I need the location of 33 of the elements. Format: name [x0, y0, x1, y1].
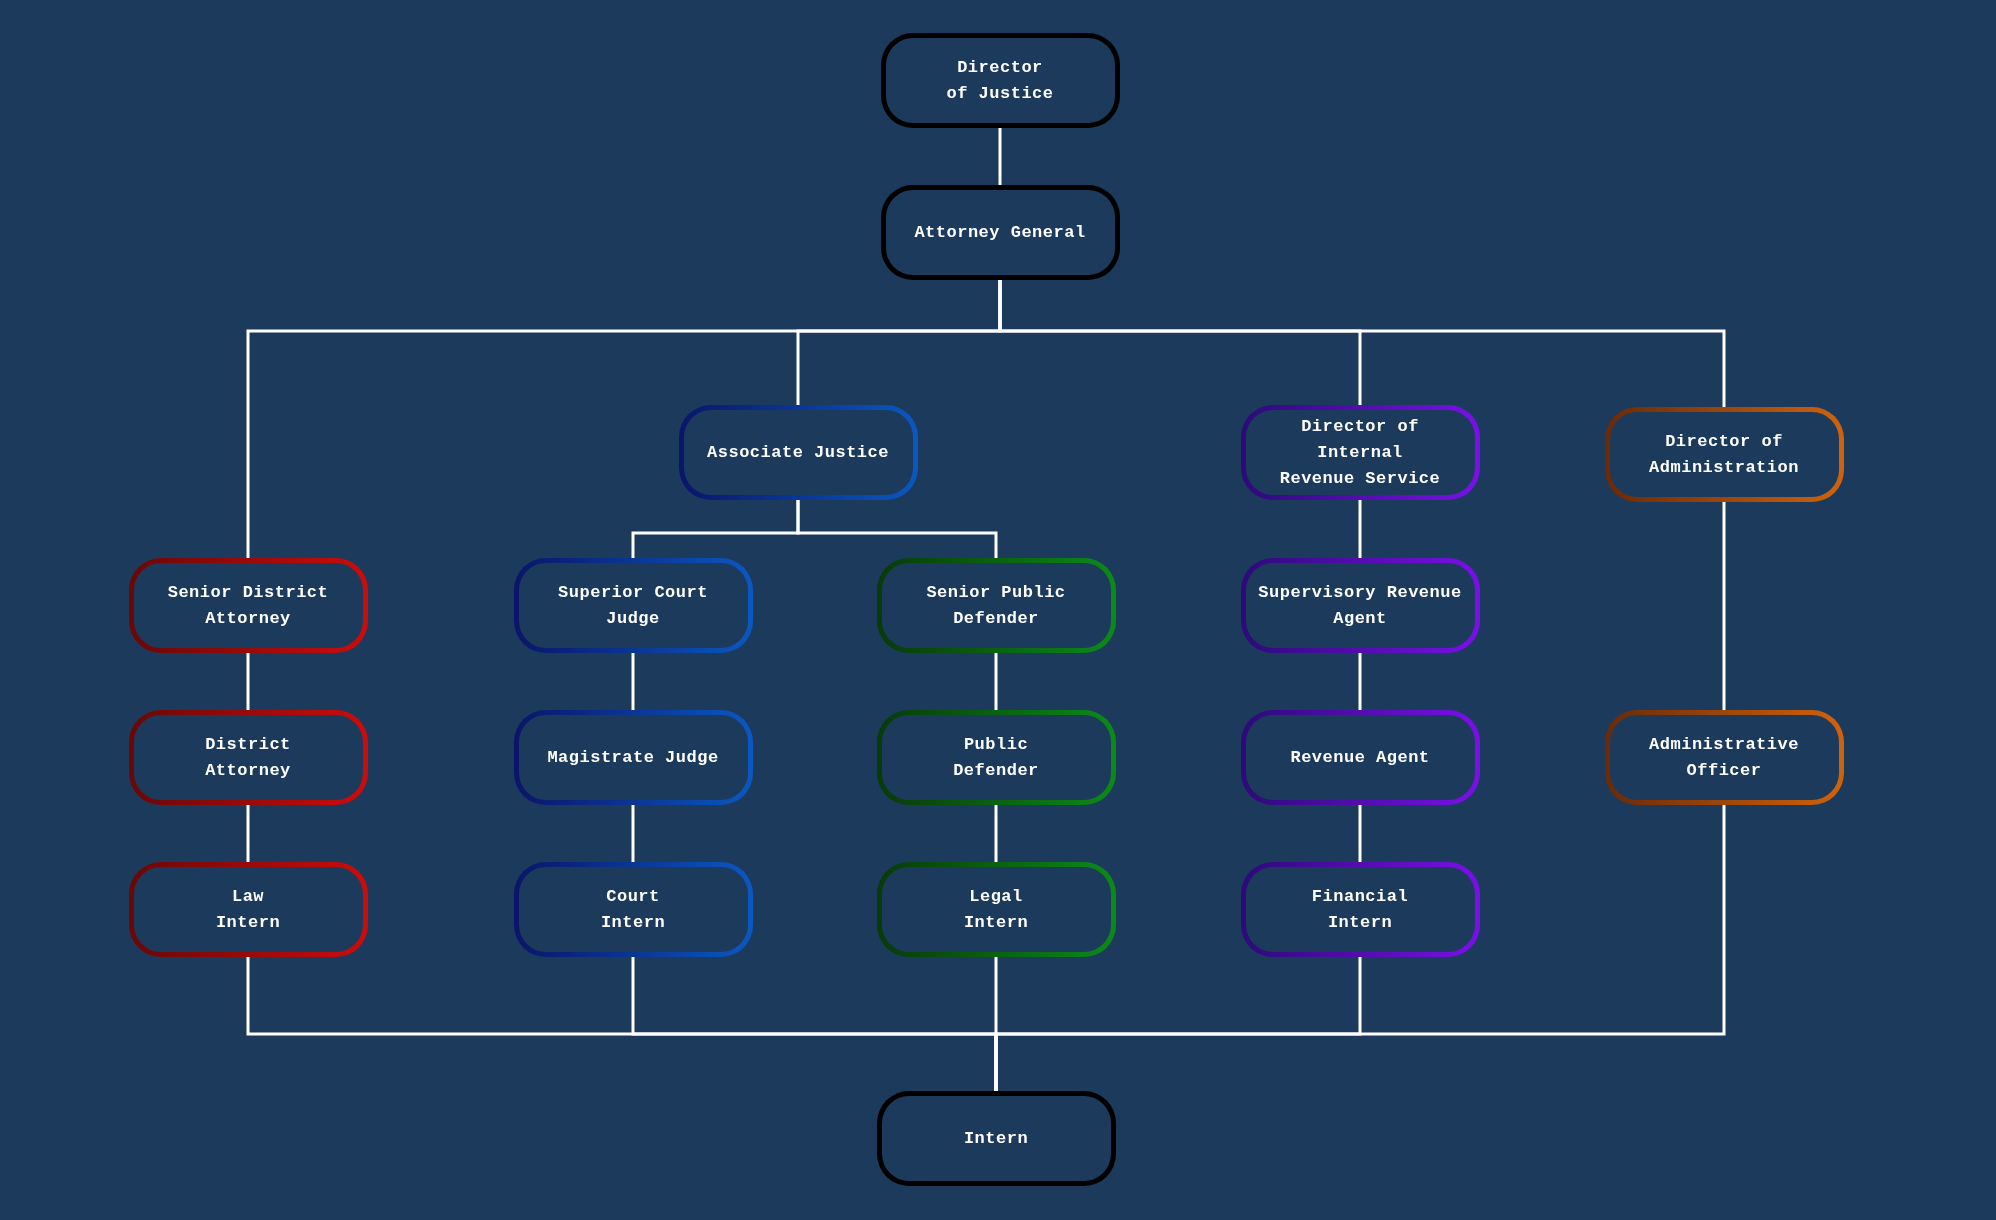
connector-line — [994, 653, 998, 710]
connector-line — [631, 653, 635, 710]
role-title: Senior Public Defender — [925, 581, 1067, 630]
connector-line — [994, 805, 998, 862]
role-title: District Attorney — [204, 733, 292, 782]
role-title: Court Intern — [599, 885, 667, 934]
connector-line — [246, 805, 250, 862]
connector-line — [796, 500, 998, 558]
role-title: Financial Intern — [1310, 885, 1410, 934]
role-title: Superior Court Judge — [557, 581, 709, 630]
connector-line — [1722, 502, 1726, 710]
connector-line — [994, 805, 1726, 1091]
role-title: Attorney General — [914, 221, 1086, 244]
role-title: Senior District Attorney — [166, 581, 330, 630]
role-title: Administrative Officer — [1648, 733, 1800, 782]
connector-line — [998, 280, 1726, 407]
role-title: Director of Administration — [1648, 430, 1800, 479]
role-title: Supervisory Revenue Agent — [1258, 581, 1462, 630]
role-title: Director of Internal Revenue Service — [1278, 415, 1442, 490]
role-title: Law Intern — [214, 885, 282, 934]
role-title: Revenue Agent — [1290, 746, 1430, 769]
connector-line — [998, 128, 1002, 185]
connector-line — [1358, 805, 1362, 862]
role-title: Public Defender — [952, 733, 1040, 782]
connector-line — [631, 805, 635, 862]
connector-line — [1358, 653, 1362, 710]
role-title: Associate Justice — [707, 441, 889, 464]
role-title: Intern — [963, 1127, 1029, 1150]
connector-line — [1358, 500, 1362, 558]
connector-line — [246, 653, 250, 710]
role-title: Legal Intern — [962, 885, 1030, 934]
role-title: Director of Justice — [945, 56, 1055, 105]
role-title: Magistrate Judge — [547, 746, 719, 769]
